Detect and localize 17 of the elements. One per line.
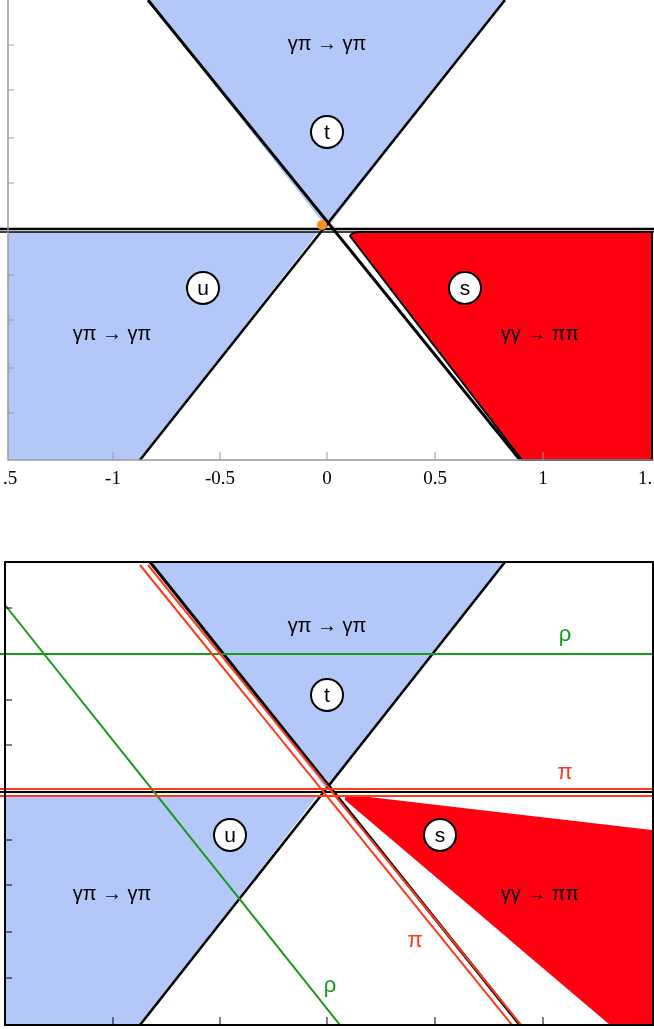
- tick-label: .5: [2, 467, 18, 489]
- reaction-label: γπ → γπ: [287, 613, 367, 637]
- reaction-label: γγ → ππ: [500, 321, 580, 345]
- tick-label: 0.5: [423, 467, 447, 489]
- line-label: π: [407, 927, 423, 953]
- tick-label: -1: [105, 467, 121, 489]
- reaction-label: γπ → γπ: [72, 881, 152, 905]
- tick-label: 0: [322, 467, 332, 489]
- line-label: ρ: [323, 972, 337, 998]
- reaction-label: γπ → γπ: [287, 31, 367, 55]
- reaction-label: γγ → ππ: [500, 881, 580, 905]
- line-label: π: [557, 759, 573, 785]
- line-label: ρ: [558, 621, 572, 647]
- tick-label: -0.5: [204, 467, 236, 489]
- tick-label: 1.: [637, 467, 653, 489]
- tick-label: 1: [538, 467, 548, 489]
- reaction-label: γπ → γπ: [72, 321, 152, 345]
